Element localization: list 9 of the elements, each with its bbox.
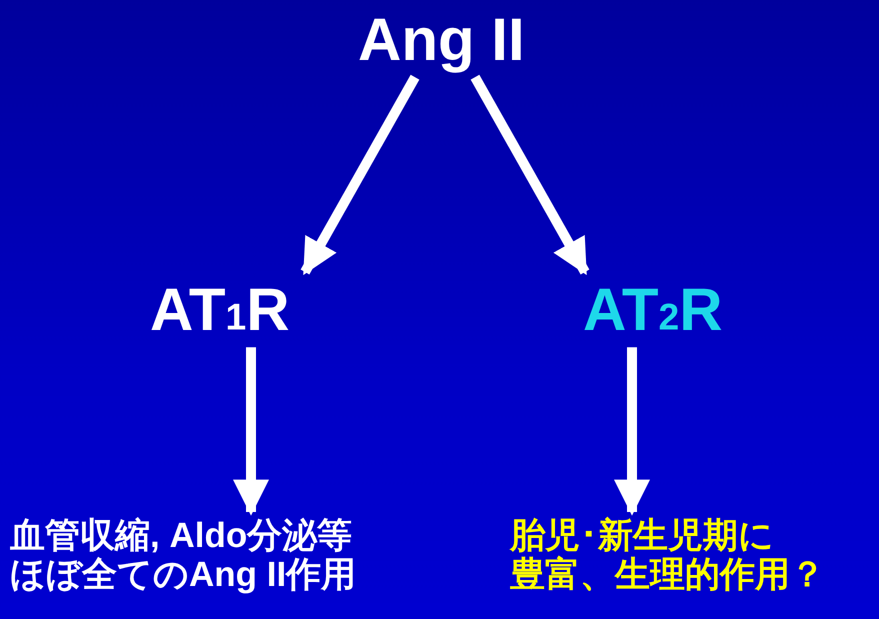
effect-text: 胎児･新生児期に	[510, 516, 774, 556]
effect-text: 豊富、生理的作用？	[510, 555, 825, 594]
effect-text: 血管収縮, Aldo分泌等	[10, 516, 352, 556]
arrow	[614, 347, 650, 516]
effect-text: ほぼ全てのAng II作用	[10, 555, 356, 594]
arrow	[470, 74, 590, 276]
arrow	[300, 74, 420, 276]
arrow	[233, 347, 269, 516]
molecule-label: Ang II	[358, 6, 525, 74]
